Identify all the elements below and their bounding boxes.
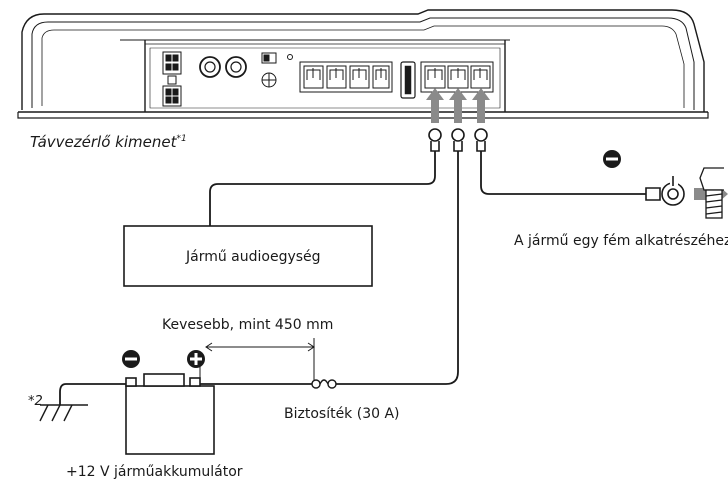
ring-terminal-remote <box>428 128 442 152</box>
battery-label: +12 V járműakkumulátor <box>66 464 243 480</box>
power-terminal-block <box>420 61 494 93</box>
rca-input-right <box>225 56 247 78</box>
insert-arrow-remote <box>426 88 444 123</box>
insert-arrows <box>426 88 490 123</box>
wire-power <box>334 151 459 385</box>
insert-arrow-power <box>449 88 467 123</box>
fuse-icon <box>311 379 337 389</box>
audio-unit-label: Jármű audioegység <box>186 249 321 265</box>
distance-label: Kevesebb, mint 450 mm <box>162 317 334 333</box>
ground-note-label: *2 <box>28 394 43 409</box>
amp-fuse-slot <box>400 61 416 99</box>
insert-arrow-ground <box>472 88 490 123</box>
speaker-terminal-block <box>299 61 393 93</box>
fuse-label: Biztosíték (30 A) <box>284 406 400 422</box>
ring-terminal-ground <box>474 128 488 152</box>
audio-unit-box <box>123 225 373 287</box>
remote-output-text: Távvezérlő kimenet <box>30 133 177 151</box>
metal-part-label: A jármű egy fém alkatrészéhez <box>514 233 728 249</box>
wire-remote <box>209 151 436 226</box>
ground-lug <box>645 176 685 206</box>
battery-minus-circle-icon <box>122 350 140 368</box>
ring-terminals <box>428 128 488 152</box>
distance-dimension <box>199 338 315 384</box>
bolt-icon <box>699 167 724 219</box>
power-led <box>287 54 293 60</box>
wires <box>59 151 652 405</box>
ring-terminal-power <box>451 128 465 152</box>
wire-ground <box>480 151 652 195</box>
rca-input-left <box>199 56 221 78</box>
remote-output-note: *1 <box>176 134 187 144</box>
wire-battery-negative <box>59 383 130 405</box>
remote-output-label: Távvezérlő kimenet*1 <box>30 135 187 150</box>
ground-minus-circle-icon <box>603 150 621 168</box>
amplifier-unit <box>17 9 709 119</box>
battery-plus-circle-icon <box>187 350 205 368</box>
panel-connector-block <box>162 51 182 107</box>
mode-switch <box>261 52 277 88</box>
battery <box>125 373 215 455</box>
ground-icon <box>39 404 88 422</box>
